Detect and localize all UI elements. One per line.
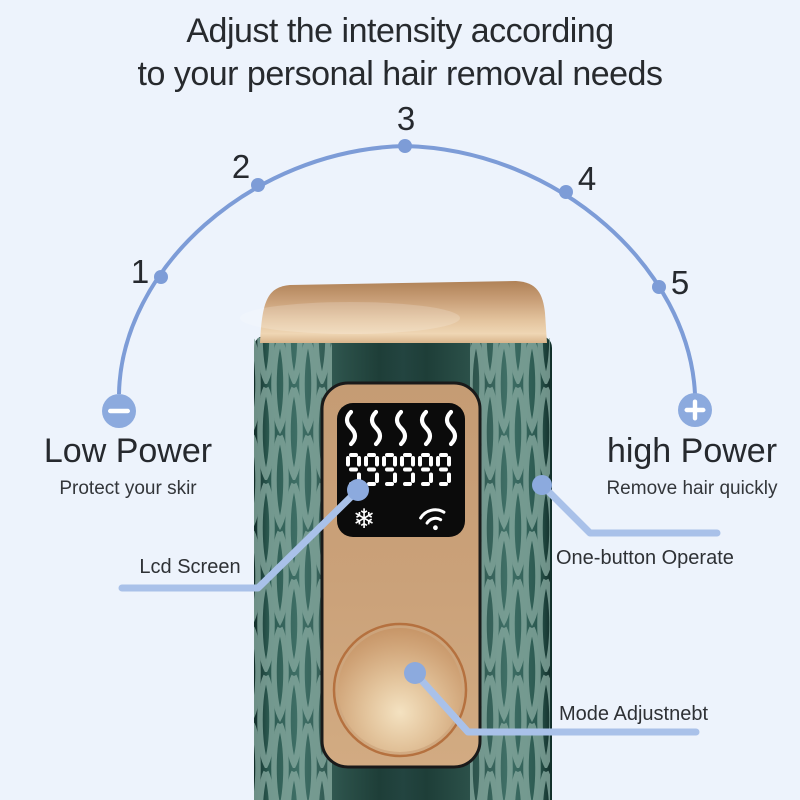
lcd-screen [337, 403, 465, 537]
high-power-block: high Power Remove hair quickly [582, 432, 800, 500]
title-line-1: Adjust the intensity according [186, 12, 614, 50]
intensity-level-3: 3 [396, 100, 416, 137]
intensity-level-1: 1 [130, 253, 150, 290]
minus-icon [102, 394, 136, 428]
device-top-cap [260, 281, 547, 343]
high-power-heading: high Power [606, 432, 778, 470]
low-power-subheading: Protect your skir [59, 478, 197, 499]
intensity-level-4: 4 [577, 160, 597, 197]
page-title: Adjust the intensity according to your p… [0, 10, 800, 96]
low-power-block: Low Power Protect your skir [18, 432, 238, 500]
snowflake-icon: ❄ [353, 504, 376, 535]
plus-icon [678, 393, 712, 427]
one-button-label: One-button Operate [556, 547, 734, 569]
device-texture-left [254, 338, 332, 800]
mode-callout-dot [404, 662, 426, 684]
intensity-arc [117, 143, 697, 395]
one-button-callout-dot [532, 475, 552, 495]
lcd-screen-label: Lcd Screen [139, 556, 241, 578]
low-power-heading: Low Power [43, 432, 213, 470]
intensity-level-5: 5 [670, 264, 690, 301]
cap-highlight [240, 302, 460, 334]
mode-callout-line [411, 669, 700, 736]
device-texture-right [470, 338, 550, 800]
lcd-callout-dot [347, 479, 369, 501]
high-power-subheading: Remove hair quickly [606, 478, 778, 499]
intensity-level-2: 2 [231, 148, 251, 185]
intensity-arc-dots [154, 139, 666, 294]
lcd-callout-line [118, 486, 362, 592]
one-button-callout-line [538, 481, 721, 537]
mode-dial [338, 628, 462, 752]
mode-dial-ring [332, 622, 468, 758]
mode-adjust-label: Mode Adjustnebt [559, 703, 708, 725]
signal-icon [419, 508, 446, 531]
title-line-2: to your personal hair removal needs [137, 54, 663, 93]
